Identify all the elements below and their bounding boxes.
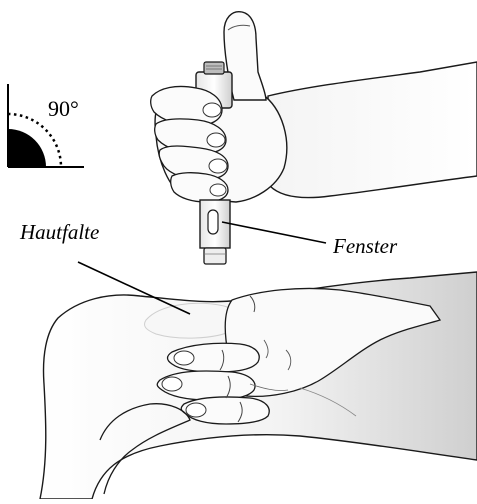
hand-forming-skin-fold-illustration (40, 272, 477, 499)
hand-gripping-pen-illustration (151, 12, 477, 264)
angle-label: 90° (48, 98, 79, 120)
window-label: Fenster (333, 236, 397, 257)
skin-fold-label: Hautfalte (20, 222, 99, 243)
window-callout-line (222, 222, 326, 243)
